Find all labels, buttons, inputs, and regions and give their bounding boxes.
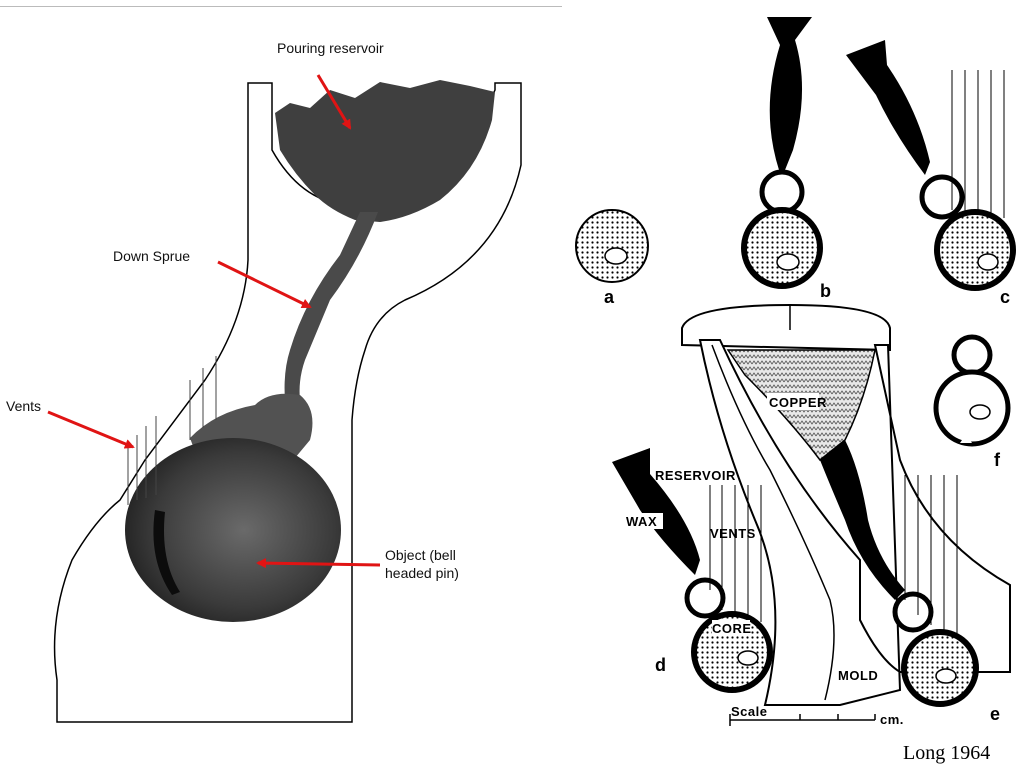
label-object-line2: headed pin) — [385, 565, 459, 581]
label-scale: Scale — [731, 704, 767, 719]
label-copper: COPPER — [769, 395, 827, 410]
arrow-down-sprue — [218, 262, 310, 307]
label-mold: MOLD — [838, 668, 878, 683]
label-wax: WAX — [626, 514, 657, 529]
figure-c: c — [846, 40, 1013, 307]
down-sprue-casting — [285, 212, 378, 400]
label-down-sprue: Down Sprue — [113, 248, 190, 264]
letter-d: d — [655, 655, 666, 675]
letter-b: b — [820, 281, 831, 301]
drawing-panel: a b c — [576, 17, 1013, 764]
figure-f: f — [936, 337, 1008, 470]
label-reservoir: RESERVOIR — [655, 468, 736, 483]
citation: Long 1964 — [903, 742, 990, 764]
label-object-line1: Object (bell — [385, 547, 456, 563]
letter-e: e — [990, 704, 1000, 724]
photo-panel: Pouring reservoir Down Sprue Vents Objec… — [6, 40, 521, 722]
label-vents: Vents — [6, 398, 41, 414]
label-vents-drawing: VENTS — [710, 526, 756, 541]
label-pouring-reservoir: Pouring reservoir — [277, 40, 384, 56]
scale-bar: Scale cm. — [730, 704, 904, 727]
label-core: CORE — [712, 621, 752, 636]
letter-f: f — [994, 450, 1001, 470]
letter-c: c — [1000, 287, 1010, 307]
reservoir-casting — [275, 80, 495, 222]
label-scale-unit: cm. — [880, 712, 904, 727]
arrow-object — [258, 563, 380, 565]
figure-a: a — [576, 210, 648, 307]
figure-b: b — [744, 17, 831, 301]
arrow-vents — [48, 412, 133, 447]
letter-a: a — [604, 287, 615, 307]
